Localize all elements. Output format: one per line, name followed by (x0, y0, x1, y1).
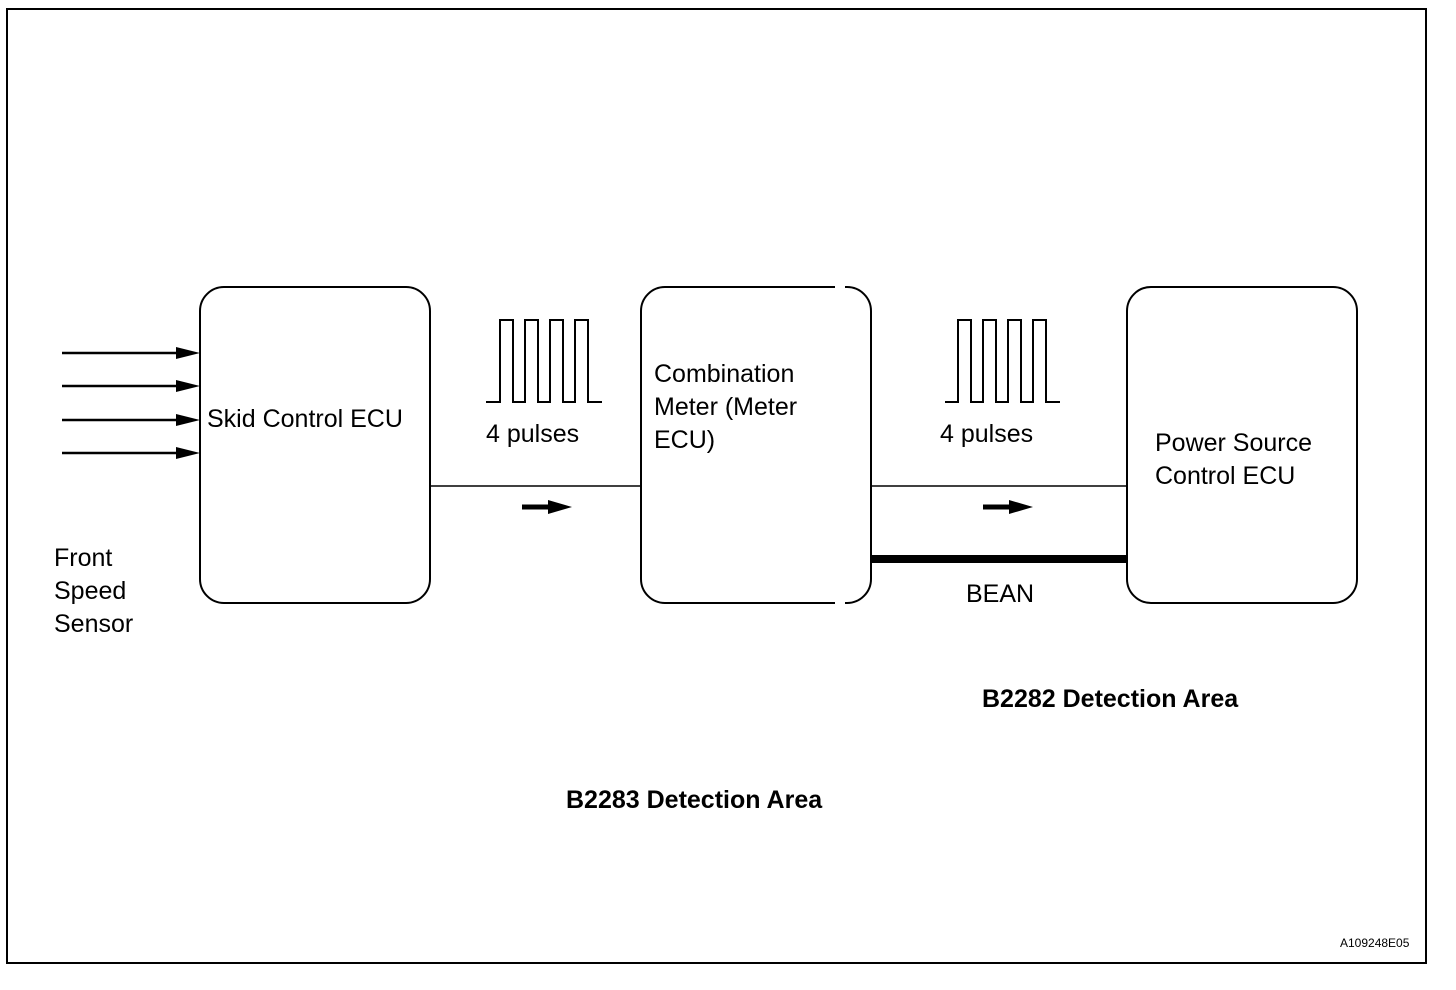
pulse-waveform-right (945, 319, 1060, 403)
pulses-right-label: 4 pulses (940, 420, 1034, 448)
power-source-ecu-box (1126, 286, 1358, 604)
figure-code: A109248E05 (1340, 936, 1410, 950)
b2283-detection-area-label: B2283 Detection Area (566, 786, 823, 814)
direction-arrow-left (522, 500, 572, 514)
power-source-ecu-label: Power Source Control ECU (1155, 429, 1313, 490)
skid-control-ecu-box (199, 286, 431, 604)
sensor-input-arrows (62, 347, 200, 459)
meter-box-gap-bottom (835, 599, 845, 607)
sensor-arrowhead-2 (176, 380, 200, 392)
skid-control-ecu-label: Skid Control ECU (207, 405, 403, 433)
sensor-arrowhead-3 (176, 414, 200, 426)
b2282-detection-area-label: B2282 Detection Area (982, 685, 1239, 713)
combination-meter-label: Combination Meter (Meter ECU) (654, 360, 798, 454)
meter-box-gap-top (835, 283, 845, 291)
sensor-arrowhead-4 (176, 447, 200, 459)
direction-arrow-right (983, 500, 1033, 514)
pulses-left-label: 4 pulses (486, 420, 580, 448)
diagram-frame (6, 8, 1427, 964)
bean-label: BEAN (966, 580, 1035, 608)
combination-meter-box (640, 286, 872, 604)
pulse-waveform-left (486, 319, 602, 403)
sensor-arrowhead-1 (176, 347, 200, 359)
front-speed-sensor-label: Front Speed Sensor (54, 544, 134, 638)
